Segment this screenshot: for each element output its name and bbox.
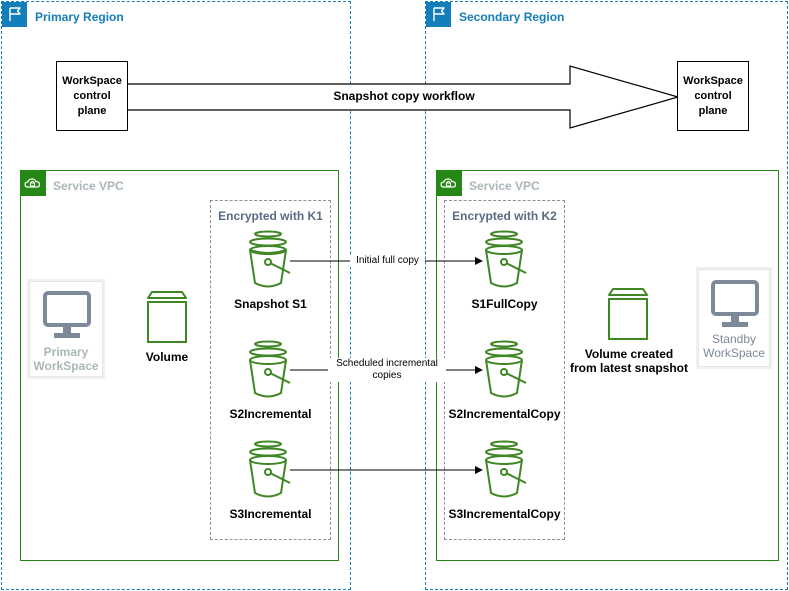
primary-workspace: Primary WorkSpace	[29, 281, 103, 377]
snapshot-label: S3Incremental	[229, 507, 312, 521]
s3-bucket-snapshot-icon	[249, 440, 291, 498]
primary-workspace-label: Primary WorkSpace	[30, 345, 102, 373]
secondary-control-plane-line2: control	[694, 89, 732, 102]
snapshot-label: Snapshot S1	[234, 297, 307, 311]
vpc-cloud-lock-icon	[21, 171, 46, 196]
secondary-control-plane-line1: WorkSpace	[683, 74, 743, 87]
secondary-vpc-title: Service VPC	[469, 179, 540, 193]
secondary-region: Secondary Region	[425, 1, 788, 590]
primary-workspace-line1: Primary	[43, 345, 89, 359]
secondary-volume-line2: from latest snapshot	[569, 361, 689, 375]
primary-region-title: Primary Region	[35, 10, 124, 24]
snapshot-label: S2Incremental	[229, 407, 312, 421]
primary-workspace-line2: WorkSpace	[33, 359, 99, 373]
vpc-cloud-lock-icon	[437, 171, 462, 196]
primary-volume-label: Volume	[145, 350, 189, 364]
primary-encryption-title: Encrypted with K1	[218, 209, 323, 223]
workflow-arrow-label: Snapshot copy workflow	[333, 89, 475, 103]
primary-vpc-title: Service VPC	[53, 179, 124, 193]
standby-workspace: Standby WorkSpace	[698, 269, 770, 367]
standby-workspace-line2: WorkSpace	[703, 346, 765, 360]
primary-region: Primary Region	[1, 1, 351, 590]
scheduled-copy-label-line2: copies	[372, 370, 402, 381]
region-flag-icon	[2, 2, 27, 27]
scheduled-copy-label: Scheduled incremental copies	[328, 358, 446, 382]
snapshot-copy-label: S1FullCopy	[471, 297, 538, 311]
primary-control-plane: WorkSpace control plane	[56, 61, 128, 131]
secondary-volume-label: Volume created from latest snapshot	[563, 347, 695, 375]
snapshot-copy-label: S3IncrementalCopy	[448, 507, 561, 521]
ebs-volume-icon	[147, 291, 187, 343]
desktop-monitor-icon	[711, 280, 759, 327]
secondary-control-plane-line3: plane	[698, 104, 728, 117]
standby-workspace-line1: Standby	[711, 332, 757, 346]
scheduled-copy-label-line1: Scheduled incremental	[336, 358, 438, 369]
ebs-volume-icon	[608, 288, 648, 340]
secondary-volume-line1: Volume created	[584, 347, 674, 361]
primary-control-plane-line1: WorkSpace	[62, 74, 122, 87]
region-flag-icon	[426, 2, 451, 27]
s3-bucket-snapshot-icon	[485, 230, 527, 288]
snapshot-copy-label: S2IncrementalCopy	[448, 407, 561, 421]
secondary-encryption-title: Encrypted with K2	[452, 209, 557, 223]
s3-bucket-snapshot-icon	[249, 340, 291, 398]
s3-bucket-snapshot-icon	[249, 230, 291, 288]
s3-bucket-snapshot-icon	[485, 440, 527, 498]
primary-control-plane-line2: control	[73, 89, 111, 102]
desktop-monitor-icon	[43, 291, 91, 338]
secondary-region-title: Secondary Region	[459, 10, 565, 24]
s3-bucket-snapshot-icon	[485, 340, 527, 398]
standby-workspace-label: Standby WorkSpace	[699, 332, 769, 360]
primary-control-plane-line3: plane	[77, 104, 107, 117]
secondary-control-plane: WorkSpace control plane	[677, 61, 749, 131]
initial-copy-label: Initial full copy	[350, 255, 425, 267]
